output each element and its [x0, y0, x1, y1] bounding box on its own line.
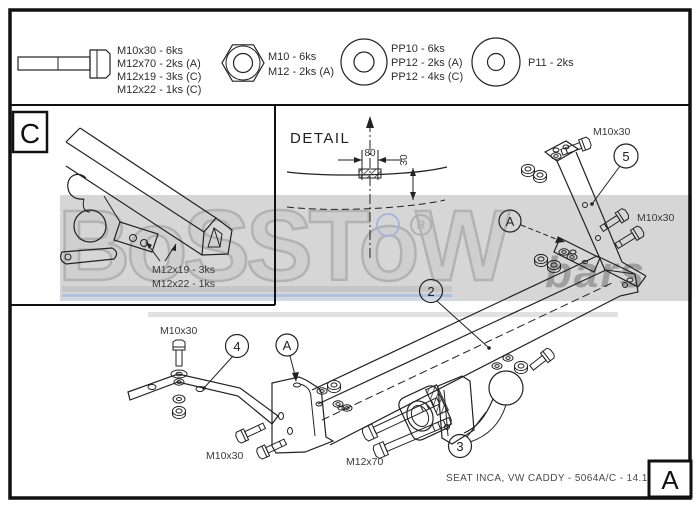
callout-4-number: 4: [233, 339, 240, 354]
callout-a-right: A: [498, 209, 565, 243]
hex-nut-icon: [221, 44, 265, 82]
nut: [514, 360, 528, 375]
washer: [502, 354, 514, 362]
bolt-m10x30: [613, 224, 646, 252]
washer-hole: [176, 397, 182, 401]
section-c-box: C: [11, 110, 49, 154]
receiver-end-plate: [271, 376, 345, 454]
legend-washer2-line-1: P11 - 2ks: [528, 57, 574, 69]
detail-title: DETAIL: [290, 130, 350, 147]
washer: [558, 248, 570, 256]
nut: [521, 163, 535, 178]
callout-2-number: 2: [427, 284, 434, 299]
fastener-legend: M10x30 - 6ks M12x70 - 2ks (A) M12x19 - 3…: [17, 37, 574, 96]
washer: [332, 400, 344, 408]
legend-bolt-line-2: M12x70 - 2ks (A): [117, 58, 201, 70]
legend-nut-line-2: M12 - 2ks (A): [268, 66, 334, 78]
watermark-lower-strip: [148, 312, 618, 317]
callout-2: 2: [418, 278, 491, 350]
hex-bolt-icon: [17, 49, 111, 79]
inset-label-m12x22: M12x22 - 1ks: [152, 278, 215, 290]
watermark-band: [60, 195, 692, 301]
title-block-text: SEAT INCA, VW CADDY - 5064A/C - 14.10.20…: [446, 473, 681, 484]
registered-trademark-icon: R: [410, 214, 432, 236]
label-bolt-left-upper: M10x30: [160, 325, 198, 337]
inset-detachable-ball-drawing: M12x19 - 3ks M12x22 - 1ks: [60, 127, 233, 290]
callout-3-number: 3: [456, 439, 463, 454]
flat-washer-icon: [340, 38, 388, 86]
label-bolt-right: M10x30: [637, 212, 675, 224]
nut: [534, 253, 548, 268]
watermark-blue-line: [62, 294, 452, 297]
section-a-letter: A: [661, 465, 679, 495]
callout-4: 4: [202, 333, 250, 390]
nut: [533, 169, 547, 184]
detail-dim-30: 30: [399, 154, 410, 166]
nut: [327, 379, 341, 394]
drawing-frame: [8, 8, 692, 500]
bolt-m10x30: [172, 339, 186, 367]
legend-bolt-line-1: M10x30 - 6ks: [117, 45, 184, 57]
callout-a-mid: A: [275, 333, 299, 382]
callout-5: 5: [590, 143, 639, 206]
legend-washer-line-2: PP12 - 2ks (A): [391, 57, 463, 69]
inset-label-m12x19: M12x19 - 3ks: [152, 264, 215, 276]
label-bolt-long: M12x70: [346, 456, 384, 468]
callout-5-number: 5: [622, 149, 629, 164]
main-exploded-view: M10x30 M10x30 M10x30 M10x30 M12x70 2 3: [127, 126, 675, 468]
legend-bolt-line-3: M12x19 - 3ks (C): [117, 71, 201, 83]
watermark-underline: [62, 286, 452, 292]
watermark-blue-circle: [376, 213, 400, 237]
watermark-blue-line-2: [62, 299, 452, 301]
bolt: [527, 346, 557, 373]
detail-view: DETAIL 80 30: [286, 116, 448, 258]
washer-hole: [175, 371, 183, 377]
nut: [547, 259, 561, 274]
label-bolt-top: M10x30: [593, 126, 631, 138]
crossbar: [311, 255, 639, 446]
bolt-m10x30: [597, 207, 631, 235]
washer-large: [170, 369, 188, 379]
section-c-letter: C: [20, 118, 40, 149]
washer: [566, 253, 578, 261]
legend-nut-line-1: M10 - 6ks: [268, 51, 317, 63]
callout-a-right-letter: A: [506, 214, 515, 229]
callout-a-mid-letter: A: [283, 338, 292, 353]
callout-3: 3: [447, 411, 487, 459]
label-bolt-left-lower: M10x30: [206, 450, 244, 462]
washer: [172, 394, 186, 404]
nut: [172, 405, 186, 420]
washer: [550, 152, 562, 160]
detail-dim-80: 80: [364, 148, 376, 159]
washer: [491, 362, 503, 370]
towball-mount: [398, 370, 524, 445]
legend-washer-line-1: PP10 - 6ks: [391, 43, 445, 55]
thick-washer-icon: [471, 37, 521, 87]
left-support-bracket: [127, 373, 279, 425]
legend-bolt-line-4: M12x22 - 1ks (C): [117, 84, 201, 96]
bolt-m10x30: [233, 419, 268, 445]
title-block: SEAT INCA, VW CADDY - 5064A/C - 14.10.20…: [446, 459, 693, 499]
side-bracket: [543, 140, 647, 288]
legend-washer-line-3: PP12 - 4ks (C): [391, 71, 463, 83]
